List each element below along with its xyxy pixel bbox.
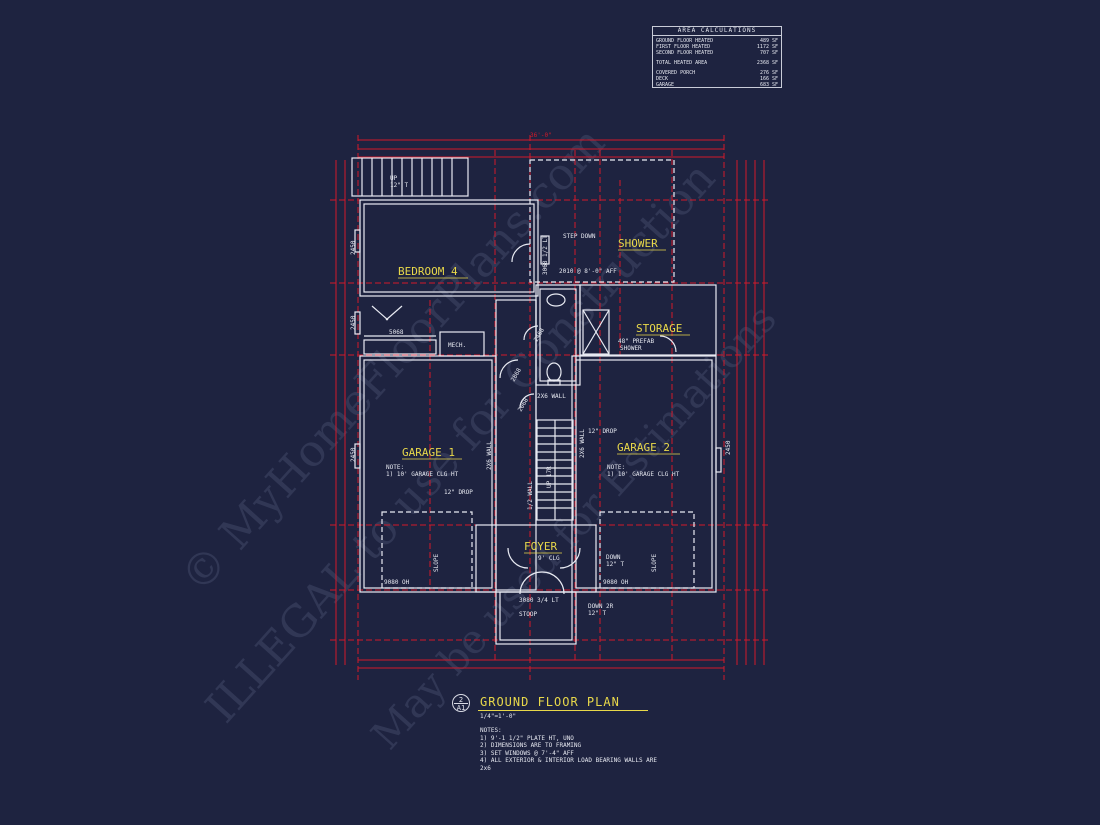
down-label-1: DOWN	[606, 554, 621, 561]
stair-up-label: UP	[390, 175, 398, 182]
room-label-storage: STORAGE	[636, 322, 682, 335]
room-label-garage-1: GARAGE 1	[402, 446, 455, 459]
garage-1-note-label: NOTE:	[386, 464, 404, 471]
sheet-ref: A1	[456, 704, 466, 712]
sheet-number: 2	[458, 696, 464, 704]
walls	[351, 157, 722, 645]
prefab-shower-line-1: 48" PREFAB	[618, 338, 655, 345]
foyer-ceiling-label: 9' CLG	[538, 555, 560, 562]
notes-heading: NOTES:	[480, 727, 502, 734]
garage-2-note-text: 1) 10' GARAGE CLG HT	[607, 471, 680, 478]
sheet-reference-bubble: 2 A1	[452, 694, 470, 712]
garage-2-note-label: NOTE:	[607, 464, 625, 471]
mech-label: MECH.	[448, 342, 466, 349]
window-2450-label-c: 2450	[350, 447, 357, 462]
opening-2010-label: 2010 @ 8'-0" AFF	[559, 268, 617, 275]
wall-2x6-vertical-1: 2X6 WALL	[486, 441, 493, 470]
down-label-2-rise: 12" T	[588, 610, 606, 617]
slope-label-1: SLOPE	[433, 554, 440, 572]
window-2450-label-d: 2450	[725, 440, 732, 455]
plan-title: GROUND FLOOR PLAN	[480, 695, 620, 709]
step-down-label: STEP DOWN	[563, 233, 596, 240]
door-2068-label: 2068	[517, 397, 530, 413]
prefab-shower-line-2: SHOWER	[620, 345, 642, 352]
stoop-label: STOOP	[519, 611, 537, 618]
stair-up-rise: 12" T	[390, 182, 408, 189]
room-label-garage-2: GARAGE 2	[617, 441, 670, 454]
half-wall-label: 1/2 WALL	[527, 481, 534, 510]
dimension-text: 36'-0"	[530, 132, 552, 139]
down-label-2: DOWN 2R	[588, 603, 614, 610]
drop-12-label-b: 12" DROP	[444, 489, 473, 496]
door-2468-label: 2468	[533, 327, 546, 343]
room-label-shower: SHOWER	[618, 237, 658, 250]
note-item: 2) DIMENSIONS ARE TO FRAMING	[480, 742, 582, 749]
room-label-foyer: FOYER	[524, 540, 557, 553]
note-item: 4) ALL EXTERIOR & INTERIOR LOAD BEARING …	[480, 757, 658, 764]
note-item: 3) SET WINDOWS @ 7'-4" AFF	[480, 749, 574, 757]
window-2450-label-b: 2450	[350, 315, 357, 330]
dimension-lines	[330, 135, 770, 680]
room-label-underlines	[398, 249, 690, 554]
note-item: 1) 9'-1 1/2" PLATE HT, UNO	[480, 734, 574, 742]
area-calculations-title: AREA CALCULATIONS	[653, 27, 781, 36]
down-label-1-rise: 12" T	[606, 561, 624, 568]
door-2868-label: 2868	[510, 367, 523, 383]
drop-12-label-a: 12" DROP	[588, 428, 617, 435]
window-5068-label: 5068	[389, 329, 404, 336]
garage-door-2-label: 9080 OH	[603, 579, 629, 586]
door-3068-label: 3068 1/2 LT	[542, 235, 549, 275]
window-2450-label-a: 2450	[350, 240, 357, 255]
plan-title-underline	[478, 710, 648, 711]
room-labels: BEDROOM 4 SHOWER STORAGE GARAGE 1 GARAGE…	[398, 237, 682, 553]
garage-door-1-label: 9080 OH	[384, 579, 410, 586]
general-notes: NOTES: 1) 9'-1 1/2" PLATE HT, UNO 2) DIM…	[480, 727, 657, 772]
wall-2x6-vertical-2: 2X6 WALL	[579, 429, 586, 458]
plan-scale: 1/4"=1'-0"	[480, 713, 517, 720]
room-label-bedroom-4: BEDROOM 4	[398, 265, 458, 278]
stair-up-17r-label: UP 17R	[546, 466, 553, 488]
entry-door-label: 3080 3/4 LT	[519, 597, 559, 604]
slope-label-2: SLOPE	[651, 554, 658, 572]
garage-1-note-text: 1) 10' GARAGE CLG HT	[386, 471, 459, 478]
wall-2x6-label: 2X6 WALL	[537, 393, 566, 400]
note-item: 2x6	[480, 764, 491, 772]
overall-dimension-top: 36'-0"	[530, 132, 552, 139]
